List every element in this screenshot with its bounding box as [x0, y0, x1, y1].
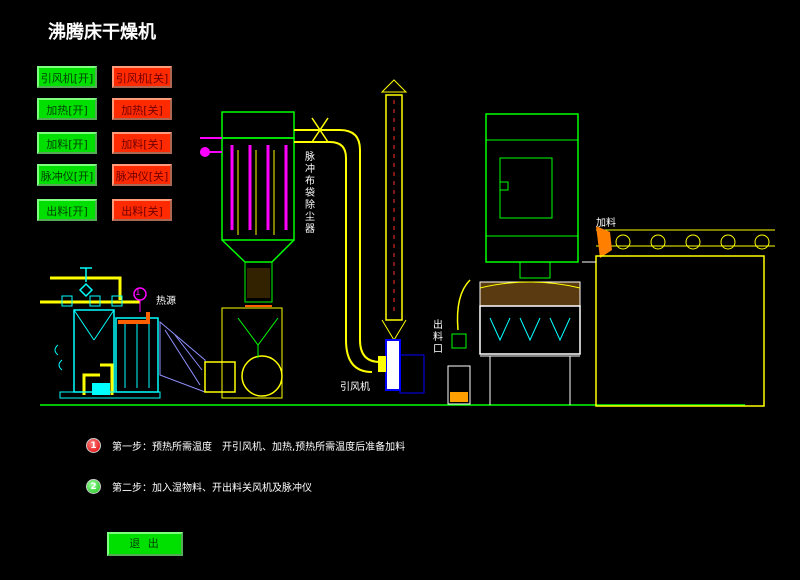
pulse-on-button[interactable]: 脉冲仪[开] [37, 164, 97, 186]
step-2: 2 第二步：加入湿物料、开出料关风机及脉冲仪 [86, 479, 312, 494]
heat-source-label: 热源 [156, 296, 176, 307]
feed-off-button[interactable]: 加料[关] [112, 132, 172, 154]
discharge-off-button[interactable]: 出料[关] [112, 199, 172, 221]
exhaust-stack [378, 79, 425, 394]
feed-on-button[interactable]: 加料[开] [37, 132, 97, 154]
filter-label: 脉冲布袋除尘器 [305, 152, 315, 235]
exit-button[interactable]: 退 出 [107, 532, 183, 556]
pulse-off-button[interactable]: 脉冲仪[关] [112, 164, 172, 186]
step-2-text: 第二步：加入湿物料、开出料关风机及脉冲仪 [112, 483, 312, 494]
fluid-bed-dryer [447, 113, 581, 405]
step-1-text: 第一步：预热所需温度 开引风机、加热,预热所需温度后准备加料 [112, 442, 406, 453]
discharge-on-button[interactable]: 出料[开] [37, 199, 97, 221]
heat-on-button[interactable]: 加热[开] [37, 98, 97, 120]
page-title: 沸腾床干燥机 [48, 22, 156, 43]
feed-label: 加料 [596, 218, 616, 229]
heat-source-unit [40, 267, 161, 399]
step-1-marker: 1 [86, 438, 101, 453]
blower-unit [159, 307, 283, 399]
feed-conveyor [582, 226, 775, 407]
outlet-label: 出料口 [433, 320, 443, 355]
fan-on-button[interactable]: 引风机[开] [37, 66, 97, 88]
induced-fan-label: 引风机 [340, 382, 370, 393]
step-1: 1 第一步：预热所需温度 开引风机、加热,预热所需温度后准备加料 [86, 438, 405, 453]
duct-pipe [294, 117, 381, 373]
fan-off-button[interactable]: 引风机[关] [112, 66, 172, 88]
bag-filter [200, 111, 295, 358]
heat-off-button[interactable]: 加热[关] [112, 98, 172, 120]
heat-source-marker: 1 [135, 288, 141, 298]
step-2-marker: 2 [86, 479, 101, 494]
